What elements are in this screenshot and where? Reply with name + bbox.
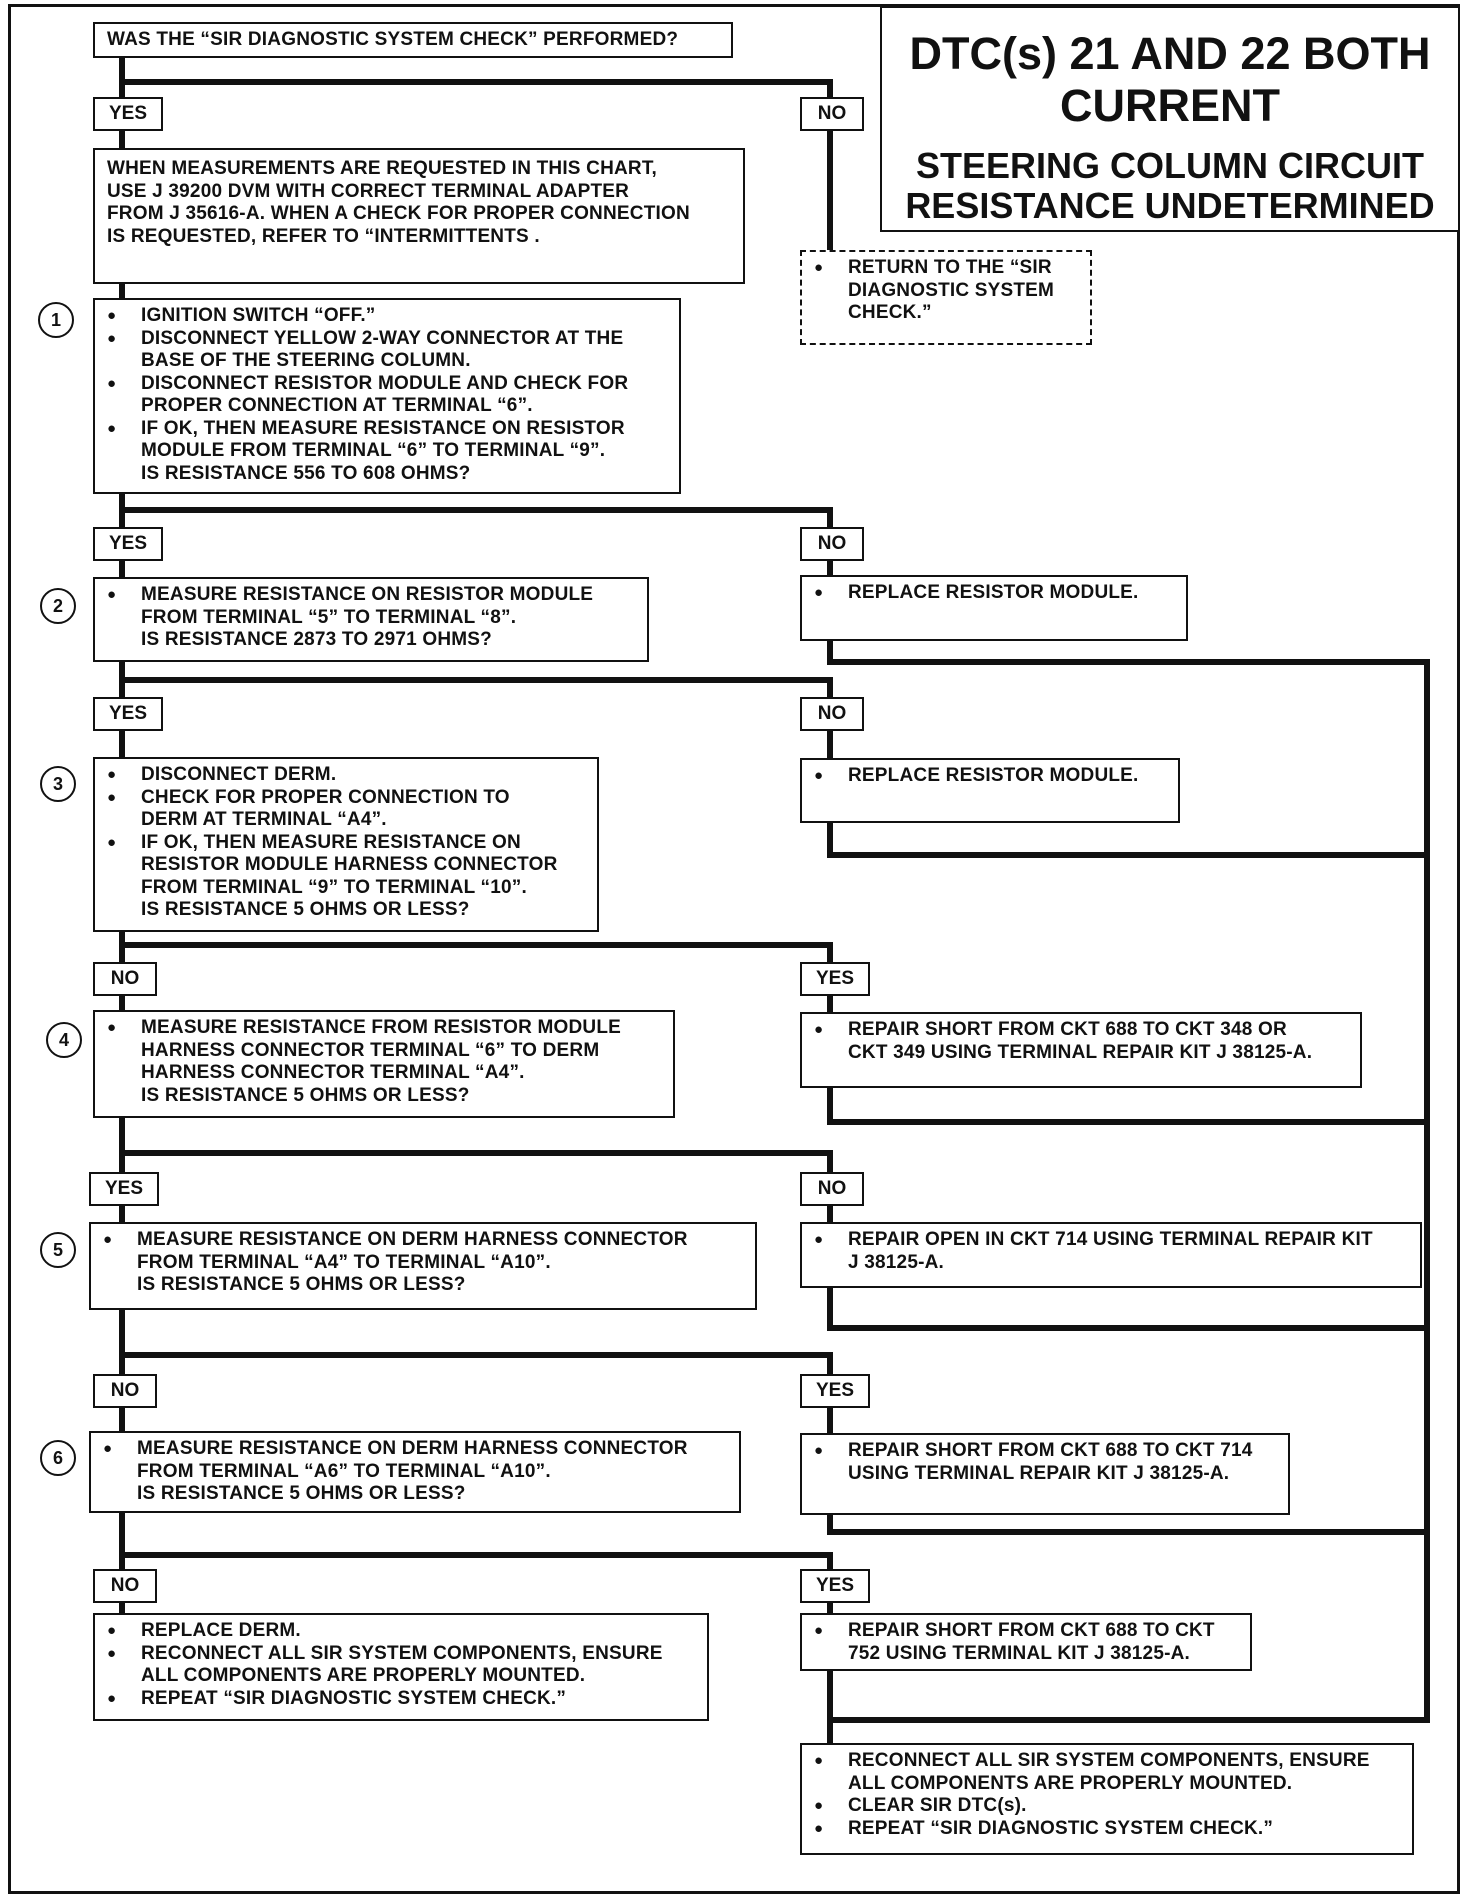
step-3-item: DISCONNECT DERM.: [105, 764, 589, 787]
step-6-no-item: REPLACE DERM.: [105, 1620, 699, 1643]
final-item: REPEAT “SIR DIAGNOSTIC SYSTEM CHECK.”: [812, 1818, 1404, 1841]
step-6-yes-box: REPAIR SHORT FROM CKT 688 TO CKT 752 USI…: [800, 1613, 1252, 1671]
step-1-item: DISCONNECT RESISTOR MODULE AND CHECK FOR…: [105, 373, 671, 418]
step-5-yes-box: REPAIR SHORT FROM CKT 688 TO CKT 714 USI…: [800, 1433, 1290, 1515]
step-5-box: MEASURE RESISTANCE ON DERM HARNESS CONNE…: [89, 1222, 757, 1310]
label-yes-5: YES: [800, 1374, 870, 1408]
step-2-box: MEASURE RESISTANCE ON RESISTOR MODULE FR…: [93, 577, 649, 662]
step-number-5: 5: [40, 1232, 76, 1268]
label-no-1: NO: [800, 527, 864, 561]
step-number-6: 6: [40, 1440, 76, 1476]
final-item: CLEAR SIR DTC(s).: [812, 1795, 1404, 1818]
page-frame: [8, 4, 1460, 1894]
step-6-box: MEASURE RESISTANCE ON DERM HARNESS CONNE…: [89, 1431, 741, 1513]
label-no-0: NO: [800, 97, 864, 131]
step-1-item: IGNITION SWITCH “OFF.”: [105, 305, 671, 328]
final-steps-box: RECONNECT ALL SIR SYSTEM COMPONENTS, ENS…: [800, 1743, 1414, 1855]
step-6-no-item: REPEAT “SIR DIAGNOSTIC SYSTEM CHECK.”: [105, 1688, 699, 1711]
step-1-no-box: REPLACE RESISTOR MODULE.: [800, 575, 1188, 641]
final-item: RECONNECT ALL SIR SYSTEM COMPONENTS, ENS…: [812, 1750, 1404, 1795]
label-no-2: NO: [800, 697, 864, 731]
label-yes-0: YES: [93, 97, 163, 131]
label-no-5: NO: [93, 1374, 157, 1408]
step-3-box: DISCONNECT DERM. CHECK FOR PROPER CONNEC…: [93, 757, 599, 932]
label-no-6: NO: [93, 1569, 157, 1603]
question-top: WAS THE “SIR DIAGNOSTIC SYSTEM CHECK” PE…: [93, 22, 733, 58]
step-3-item: CHECK FOR PROPER CONNECTION TO DERM AT T…: [105, 787, 589, 832]
step-1-item: DISCONNECT YELLOW 2-WAY CONNECTOR AT THE…: [105, 328, 671, 373]
step-1-no-text: REPLACE RESISTOR MODULE.: [812, 582, 1178, 605]
step-1-item: IF OK, THEN MEASURE RESISTANCE ON RESIST…: [105, 418, 671, 486]
step-6-yes-text: REPAIR SHORT FROM CKT 688 TO CKT 752 USI…: [812, 1620, 1242, 1665]
step-number-4: 4: [46, 1022, 82, 1058]
label-yes-4: YES: [89, 1172, 159, 1206]
step-number-1: 1: [38, 302, 74, 338]
step-4-box: MEASURE RESISTANCE FROM RESISTOR MODULE …: [93, 1010, 675, 1118]
step-number-2: 2: [40, 588, 76, 624]
step-5-text: MEASURE RESISTANCE ON DERM HARNESS CONNE…: [101, 1229, 747, 1297]
step-4-no-text: REPAIR OPEN IN CKT 714 USING TERMINAL RE…: [812, 1229, 1412, 1274]
label-yes-2: YES: [93, 697, 163, 731]
step-3-yes-text: REPAIR SHORT FROM CKT 688 TO CKT 348 OR …: [812, 1019, 1352, 1064]
step-2-no-box: REPLACE RESISTOR MODULE.: [800, 758, 1180, 823]
step-number-3: 3: [40, 766, 76, 802]
return-check-text: RETURN TO THE “SIR DIAGNOSTIC SYSTEM CHE…: [812, 257, 1082, 325]
label-yes-1: YES: [93, 527, 163, 561]
step-3-yes-box: REPAIR SHORT FROM CKT 688 TO CKT 348 OR …: [800, 1012, 1362, 1088]
chart-title: DTC(s) 21 AND 22 BOTH CURRENT: [909, 28, 1431, 131]
step-6-no-item: RECONNECT ALL SIR SYSTEM COMPONENTS, ENS…: [105, 1643, 699, 1688]
step-6-text: MEASURE RESISTANCE ON DERM HARNESS CONNE…: [101, 1438, 731, 1506]
label-yes-3: YES: [800, 962, 870, 996]
measurement-note: WHEN MEASUREMENTS ARE REQUESTED IN THIS …: [93, 148, 745, 284]
label-yes-6: YES: [800, 1569, 870, 1603]
step-1-box: IGNITION SWITCH “OFF.” DISCONNECT YELLOW…: [93, 298, 681, 494]
chart-title-box: DTC(s) 21 AND 22 BOTH CURRENT STEERING C…: [880, 6, 1460, 232]
step-4-text: MEASURE RESISTANCE FROM RESISTOR MODULE …: [105, 1017, 665, 1107]
return-check-box: RETURN TO THE “SIR DIAGNOSTIC SYSTEM CHE…: [800, 250, 1092, 345]
step-2-no-text: REPLACE RESISTOR MODULE.: [812, 765, 1170, 788]
chart-subtitle: STEERING COLUMN CIRCUIT RESISTANCE UNDET…: [905, 145, 1435, 226]
step-5-yes-text: REPAIR SHORT FROM CKT 688 TO CKT 714 USI…: [812, 1440, 1280, 1485]
step-4-no-box: REPAIR OPEN IN CKT 714 USING TERMINAL RE…: [800, 1222, 1422, 1288]
label-no-4: NO: [800, 1172, 864, 1206]
step-3-item: IF OK, THEN MEASURE RESISTANCE ON RESIST…: [105, 832, 589, 922]
step-6-no-box: REPLACE DERM. RECONNECT ALL SIR SYSTEM C…: [93, 1613, 709, 1721]
label-no-3: NO: [93, 962, 157, 996]
step-2-text: MEASURE RESISTANCE ON RESISTOR MODULE FR…: [105, 584, 639, 652]
